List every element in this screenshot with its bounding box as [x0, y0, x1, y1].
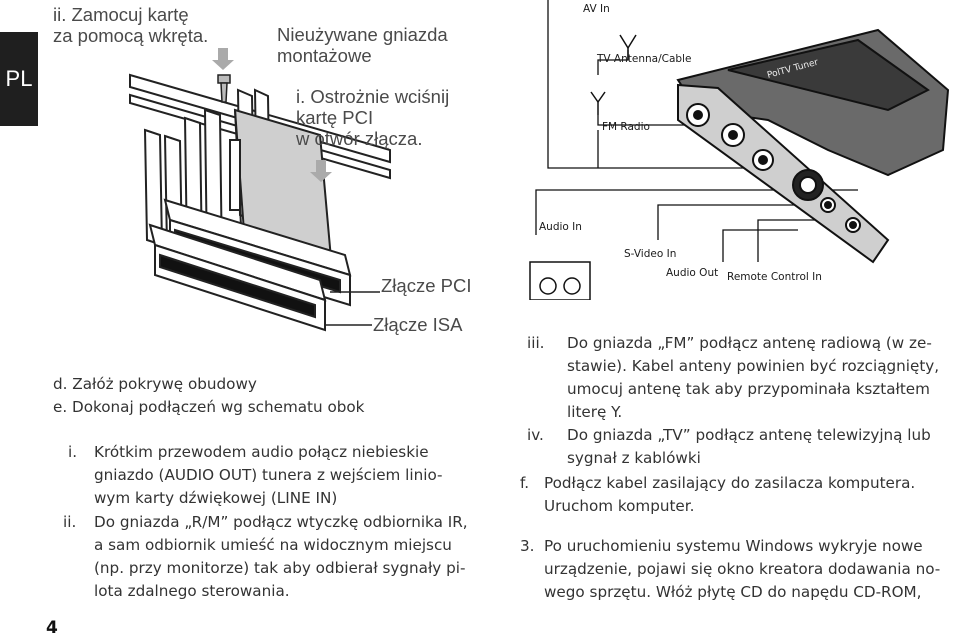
av-in-label: AV In — [583, 3, 610, 15]
step-ii-label: ii. Zamocuj kartę za pomocą wkręta. — [53, 4, 209, 46]
tv-antenna-label: TV Antenna/Cable — [597, 53, 692, 65]
pci-installation-illustration — [129, 48, 391, 332]
language-tab: PL — [0, 32, 38, 126]
list-item-iii: iii. Do gniazda „FM” podłącz antenę radi… — [527, 334, 940, 421]
pci-slot-label: Złącze PCI — [381, 275, 472, 296]
svideo-in-label: S-Video In — [624, 248, 677, 260]
audio-in-label: Audio In — [539, 221, 582, 233]
list-item-ii: ii. Do gniazda „R/M” podłącz wtyczkę odb… — [63, 513, 468, 600]
step-3: 3. Po uruchomieniu systemu Windows wykry… — [520, 537, 941, 601]
isa-slot-label: Złącze ISA — [373, 314, 463, 335]
audio-out-label: Audio Out — [666, 267, 719, 279]
list-item-i: i. Krótkim przewodem audio połącz niebie… — [68, 443, 443, 507]
page-number: 4 — [46, 618, 58, 638]
tuner-card-illustration: PolTV Tuner — [529, 0, 950, 300]
remote-control-in-label: Remote Control In — [727, 271, 822, 283]
step-f: f. Podłącz kabel zasilający do zasilacza… — [520, 474, 916, 515]
step-e: e. Dokonaj podłączeń wg schematu obok — [53, 398, 365, 416]
fm-radio-label: FM Radio — [602, 121, 650, 133]
step-d: d. Załóż pokrywę obudowy — [53, 375, 257, 393]
list-item-iv: iv. Do gniazda „TV” podłącz antenę telew… — [527, 426, 931, 467]
step-i-label: i. Ostrożnie wciśnij kartę PCI w otwór z… — [296, 86, 450, 149]
unused-slots-label: Nieużywane gniazda montażowe — [277, 24, 448, 66]
